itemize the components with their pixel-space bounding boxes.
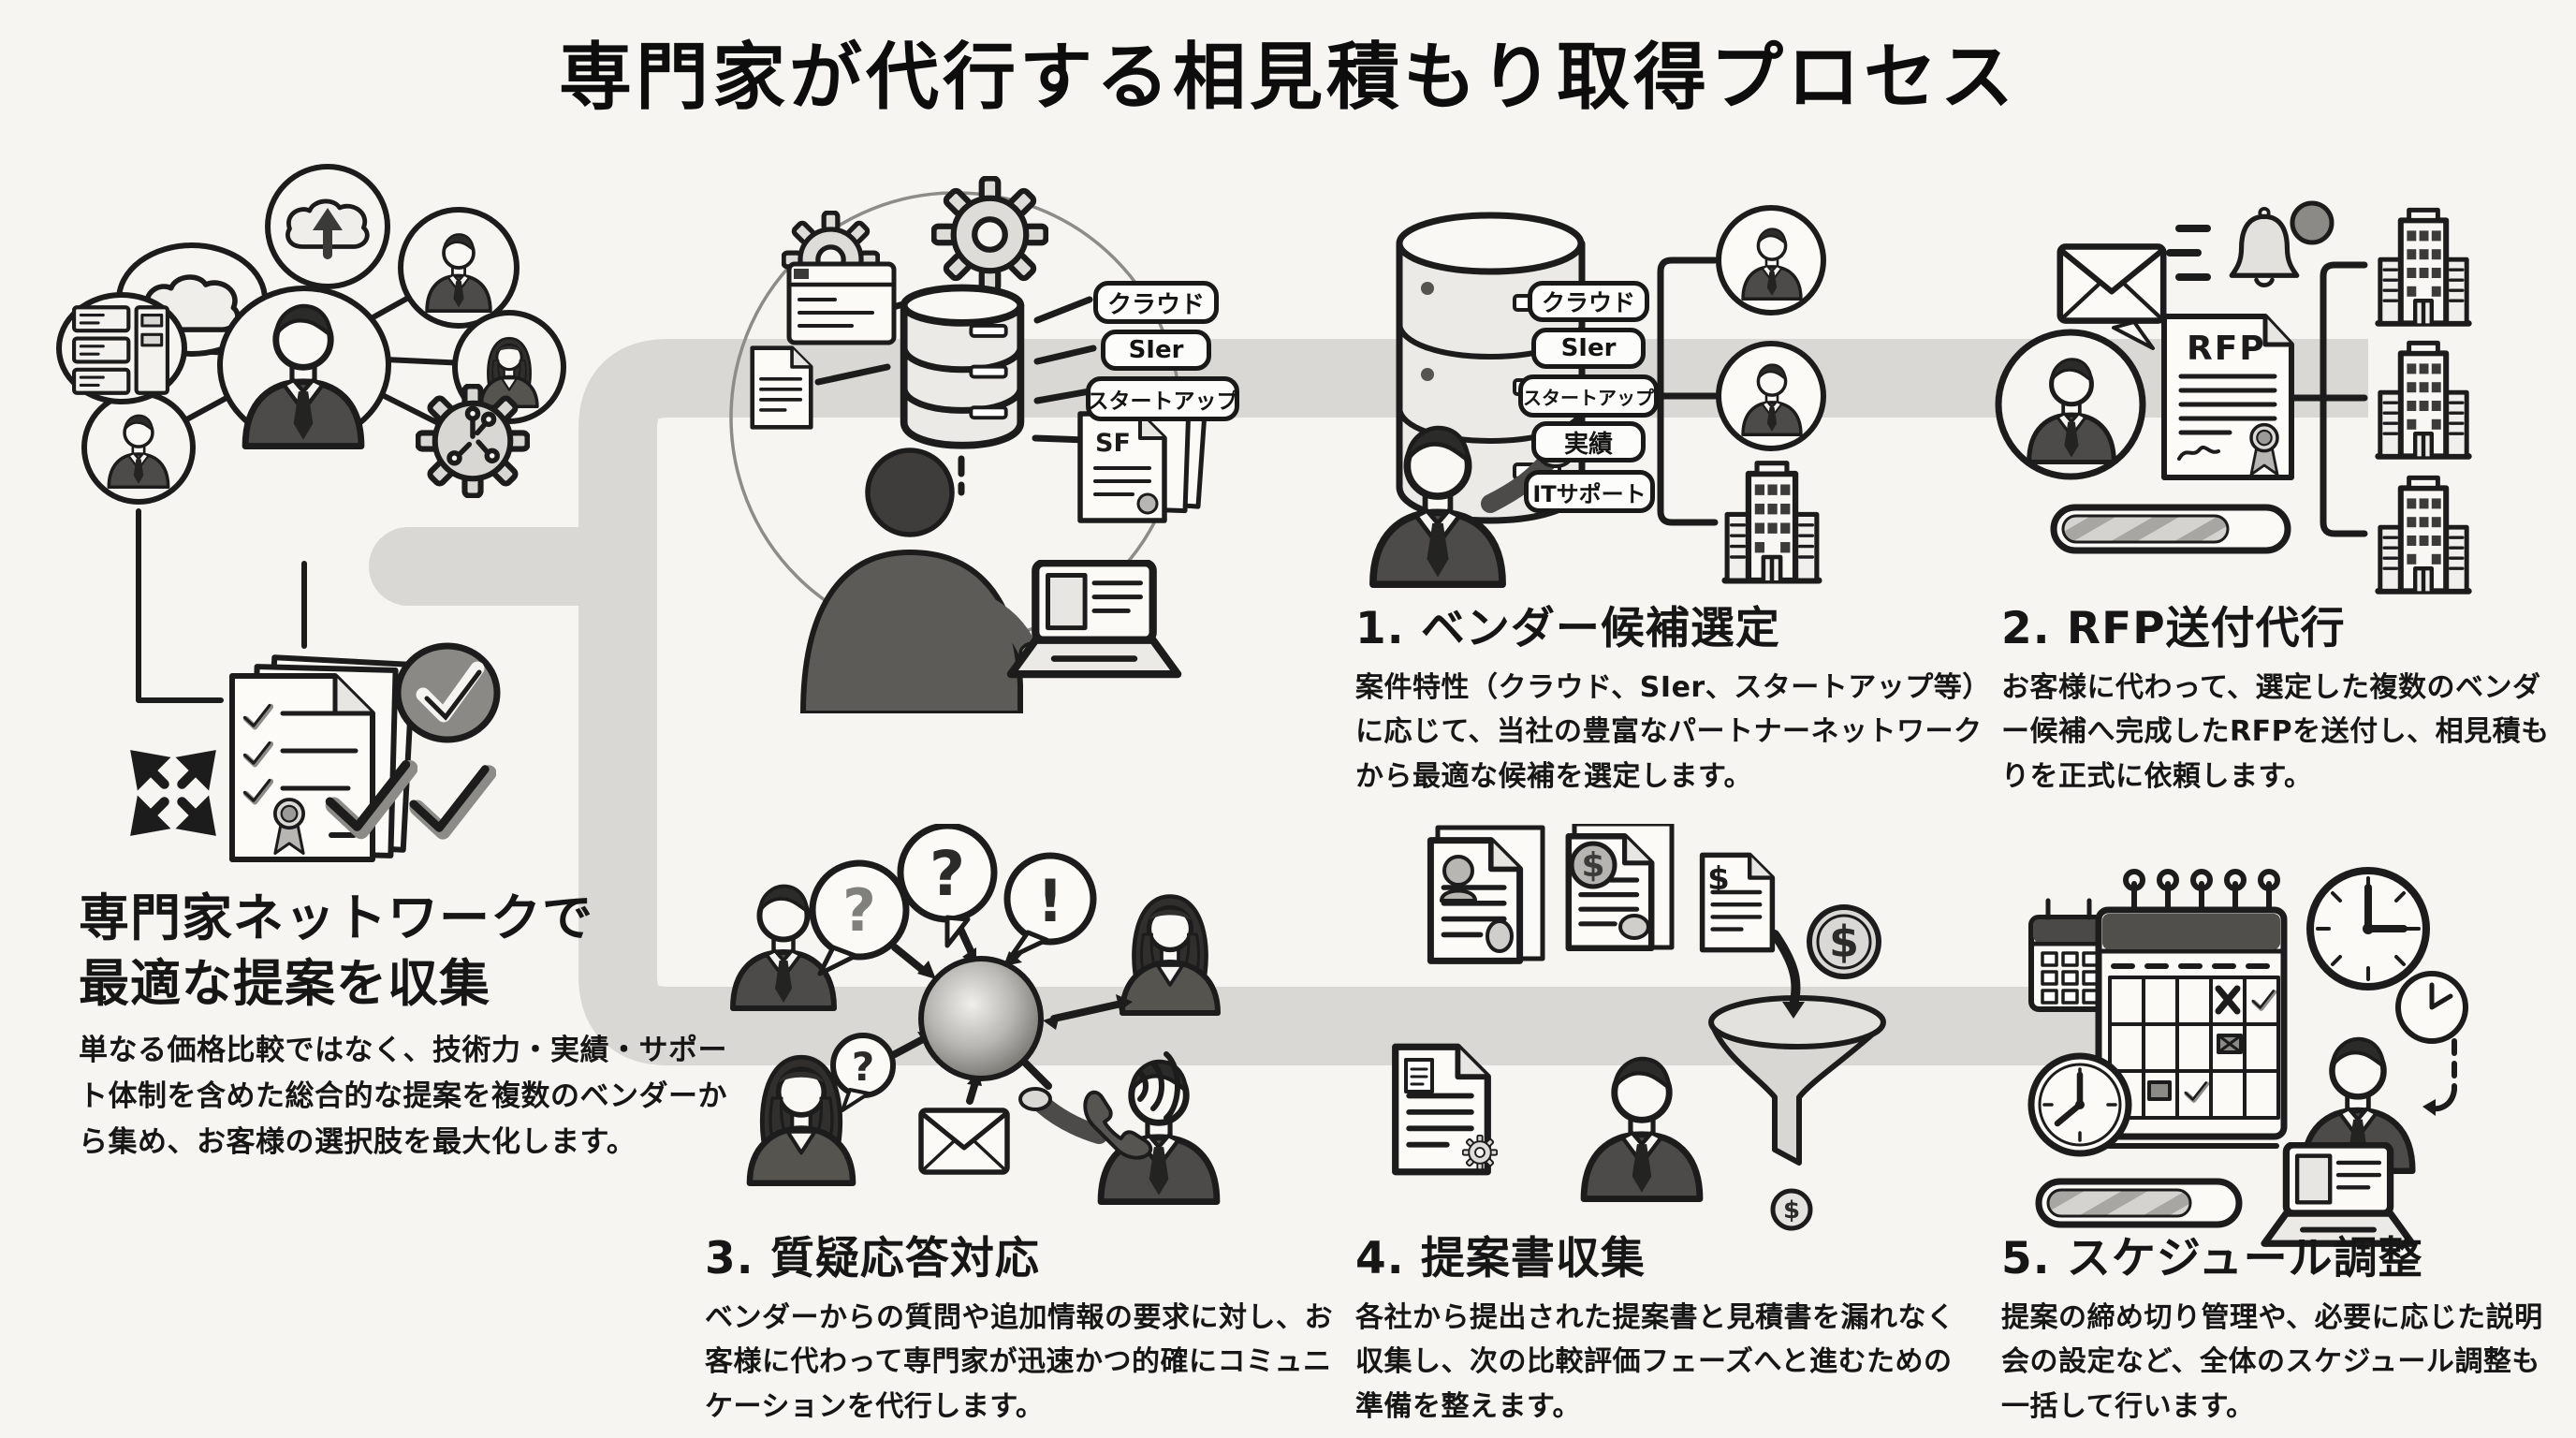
expert-node-3	[81, 390, 196, 505]
speech-bubble-question: ?	[809, 859, 910, 976]
intro-block: 専門家ネットワークで 最適な提案を収集 単なる価格比較ではなく、技術力・実績・サ…	[79, 886, 734, 1166]
speech-bubble-question: ?	[897, 824, 998, 948]
mail-icon	[2060, 246, 2163, 350]
question-glyph: ?	[842, 876, 876, 945]
sf-label: SF	[1095, 429, 1131, 458]
speech-bubble-question-small: ?	[830, 1033, 896, 1112]
phone-icon	[1083, 1051, 1180, 1160]
dollar-glyph: $	[1829, 917, 1859, 967]
consultant-at-laptop	[800, 448, 1178, 713]
step-3-block: 3. 質疑応答対応 ベンダーからの質問や追加情報の要求に対し、お客様に代わって専…	[705, 1233, 1351, 1429]
candidate-1	[1716, 205, 1826, 315]
server-rack-icon	[74, 307, 168, 393]
dollar-glyph: $	[1783, 1196, 1800, 1225]
rfp-label: RFP	[2187, 330, 2266, 368]
vendor-building-icon	[2378, 210, 2469, 323]
vendor-building-icon	[2378, 343, 2469, 456]
step-1-block: 1. ベンダー候補選定 案件特性（クラウド、SIer、スタートアップ等）に応じて…	[1355, 603, 1992, 799]
rfp-sending-illustration: RFP	[1995, 200, 2576, 604]
vendor-tag-itsupport: ITサポート	[1524, 470, 1655, 513]
question-glyph: ?	[929, 838, 965, 910]
send-bracket	[2290, 261, 2368, 537]
speech-bubble-exclamation: !	[1003, 852, 1097, 960]
estimate-document-icon: $	[1703, 855, 1773, 949]
vendor-tag-sier: SIer	[1531, 328, 1646, 369]
laptop-icon	[1011, 563, 1178, 674]
small-clock-icon	[2395, 971, 2468, 1044]
page-title: 専門家が代行する相見積もり取得プロセス	[558, 36, 2017, 120]
dollar-glyph: $	[1581, 846, 1604, 885]
db-tag-sier: SIer	[1101, 330, 1211, 371]
clock-icon	[2027, 1052, 2132, 1157]
vendor-building-icon	[2378, 477, 2469, 591]
server-node	[56, 292, 187, 404]
step-3-body: ベンダーからの質問や追加情報の要求に対し、お客様に代わって専門家が迅速かつ的確に…	[705, 1301, 1333, 1423]
exclamation-glyph: !	[1037, 867, 1063, 935]
communication-sphere-icon	[918, 956, 1044, 1081]
step-3-heading: 3. 質疑応答対応	[705, 1233, 1040, 1284]
checklist-documents-icon	[229, 654, 413, 862]
expand-arrows-icon	[137, 756, 211, 830]
step-2-body: お客様に代わって、選定した複数のベンダー候補へ完成したRFPを送付し、相見積もり…	[2001, 671, 2550, 793]
funnel-icon: $ $	[1708, 904, 1886, 1231]
document-icon	[753, 348, 812, 428]
proposal-document-icon	[1430, 825, 1545, 961]
db-tag-startup: スタートアップ	[1086, 376, 1239, 421]
qa-communication-illustration: ? ? ! ?	[702, 824, 1245, 1236]
intro-body: 単なる価格比較ではなく、技術力・実績・サポート体制を含めた総合的な提案を複数のベ…	[79, 1034, 727, 1160]
step-4-heading: 4. 提案書収集	[1355, 1233, 1646, 1284]
dollar-glyph: $	[1707, 860, 1730, 898]
browser-window-icon	[786, 261, 897, 345]
spec-document-icon	[1396, 1047, 1498, 1171]
rfp-document-icon: RFP	[2161, 314, 2294, 480]
progress-bar	[2035, 1178, 2243, 1228]
company-building-icon	[1725, 463, 1819, 580]
notification-bell-icon	[2166, 200, 2334, 286]
cloud-upload-node	[265, 164, 390, 289]
candidate-2	[1716, 341, 1826, 451]
step-4-block: 4. 提案書収集 各社から提出された提案書と見積書を漏れなく収集し、次の比較評価…	[1355, 1233, 1964, 1429]
vendor-avatar-icon	[1584, 1059, 1700, 1199]
database-icon	[904, 287, 1021, 445]
step-5-body: 提案の締め切り管理や、必要に応じた説明会の設定など、全体のスケジュール調整も一括…	[2001, 1301, 2543, 1423]
step-1-body: 案件特性（クラウド、SIer、スタートアップ等）に応じて、当社の豊富なパートナー…	[1355, 671, 1991, 793]
checkmark-icon	[414, 770, 489, 832]
proposal-collection-illustration: $ $ $ $	[1357, 824, 1886, 1231]
gear-icon	[934, 179, 1046, 291]
step-2-heading: 2. RFP送付代行	[2001, 603, 2346, 654]
big-calendar-icon	[2095, 869, 2288, 1149]
clock-icon	[2306, 867, 2430, 990]
gear-icon	[1462, 1135, 1498, 1170]
quote-document-icon: $	[1569, 824, 1675, 948]
step-4-body: 各社から提出された提案書と見積書を漏れなく収集し、次の比較評価フェーズへと進むた…	[1355, 1301, 1955, 1423]
vendor-tag-results: 実績	[1531, 421, 1646, 462]
vendor-tag-cloud: クラウド	[1528, 281, 1649, 322]
qa-arrows	[891, 925, 1125, 1105]
laptop-icon	[2264, 1145, 2412, 1243]
intro-heading: 専門家ネットワークで 最適な提案を収集	[79, 888, 593, 1014]
progress-bar	[2050, 504, 2291, 554]
step-2-block: 2. RFP送付代行 お客様に代わって、選定した複数のベンダー候補へ完成したRF…	[2001, 603, 2563, 799]
expert-network-illustration	[56, 164, 566, 862]
step-1-heading: 1. ベンダー候補選定	[1355, 603, 1780, 654]
question-glyph: ?	[852, 1044, 874, 1090]
client-avatar	[1995, 329, 2146, 480]
schedule-illustration	[2027, 867, 2468, 1255]
check-circle-icon	[394, 642, 501, 743]
consultant-hub-node	[217, 286, 391, 447]
step-5-block: 5. スケジュール調整 提案の締め切り管理や、必要に応じた説明会の設定など、全体…	[2001, 1233, 2563, 1429]
database-research-illustration: SF	[729, 159, 1208, 713]
expert-node-1	[398, 207, 520, 329]
female-avatar-icon	[1122, 897, 1218, 1014]
sf-documents-icon: SF	[1077, 393, 1208, 523]
step-5-heading: 5. スケジュール調整	[2001, 1233, 2423, 1284]
gesturing-consultant	[1018, 1062, 1217, 1202]
mail-icon	[921, 1110, 1007, 1172]
scheduler-at-laptop	[2264, 1039, 2457, 1243]
ai-gear-icon	[417, 386, 527, 495]
small-calendar-icon	[2028, 898, 2111, 1012]
db-tag-cloud: クラウド	[1093, 281, 1219, 324]
vendor-tag-startup: スタートアップ	[1518, 374, 1659, 418]
